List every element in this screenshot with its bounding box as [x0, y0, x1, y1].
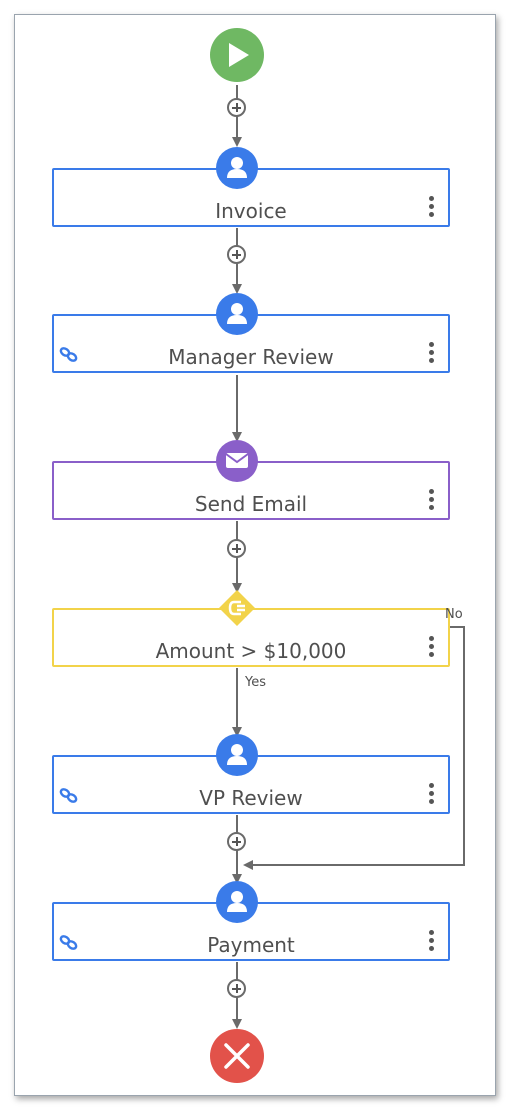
add-step-icon[interactable] [227, 245, 246, 264]
add-step-icon[interactable] [227, 98, 246, 117]
step-label: Payment [207, 933, 295, 957]
step-label: Manager Review [168, 345, 334, 369]
kebab-menu-icon[interactable] [426, 636, 436, 660]
branch-label-no: No [445, 607, 463, 622]
connector-decision-no-branch [243, 626, 465, 870]
user-icon [216, 881, 258, 923]
workflow-canvas: Invoice Manager Review Send Email Amount… [14, 14, 496, 1096]
decision-icon [217, 588, 257, 628]
step-label: VP Review [199, 786, 303, 810]
envelope-icon [216, 440, 258, 482]
start-node[interactable] [210, 28, 264, 82]
link-icon[interactable] [58, 787, 80, 803]
end-node[interactable] [210, 1029, 264, 1083]
add-step-icon[interactable] [227, 832, 246, 851]
connector-layer [210, 28, 465, 1083]
link-icon[interactable] [58, 934, 80, 950]
kebab-menu-icon[interactable] [426, 930, 436, 954]
play-icon [229, 43, 249, 67]
user-icon [216, 293, 258, 335]
step-manager-review[interactable]: Manager Review [52, 314, 450, 373]
step-label: Invoice [215, 199, 287, 223]
link-icon[interactable] [58, 346, 80, 362]
kebab-menu-icon[interactable] [426, 196, 436, 220]
step-label: Send Email [194, 492, 308, 516]
kebab-menu-icon[interactable] [426, 489, 436, 513]
kebab-menu-icon[interactable] [426, 783, 436, 807]
close-icon [224, 1043, 250, 1069]
add-step-icon[interactable] [227, 539, 246, 558]
step-label: Amount > $10,000 [155, 639, 347, 663]
kebab-menu-icon[interactable] [426, 342, 436, 366]
user-icon [216, 147, 258, 189]
add-step-icon[interactable] [227, 979, 246, 998]
user-icon [216, 734, 258, 776]
branch-label-yes: Yes [245, 675, 266, 690]
